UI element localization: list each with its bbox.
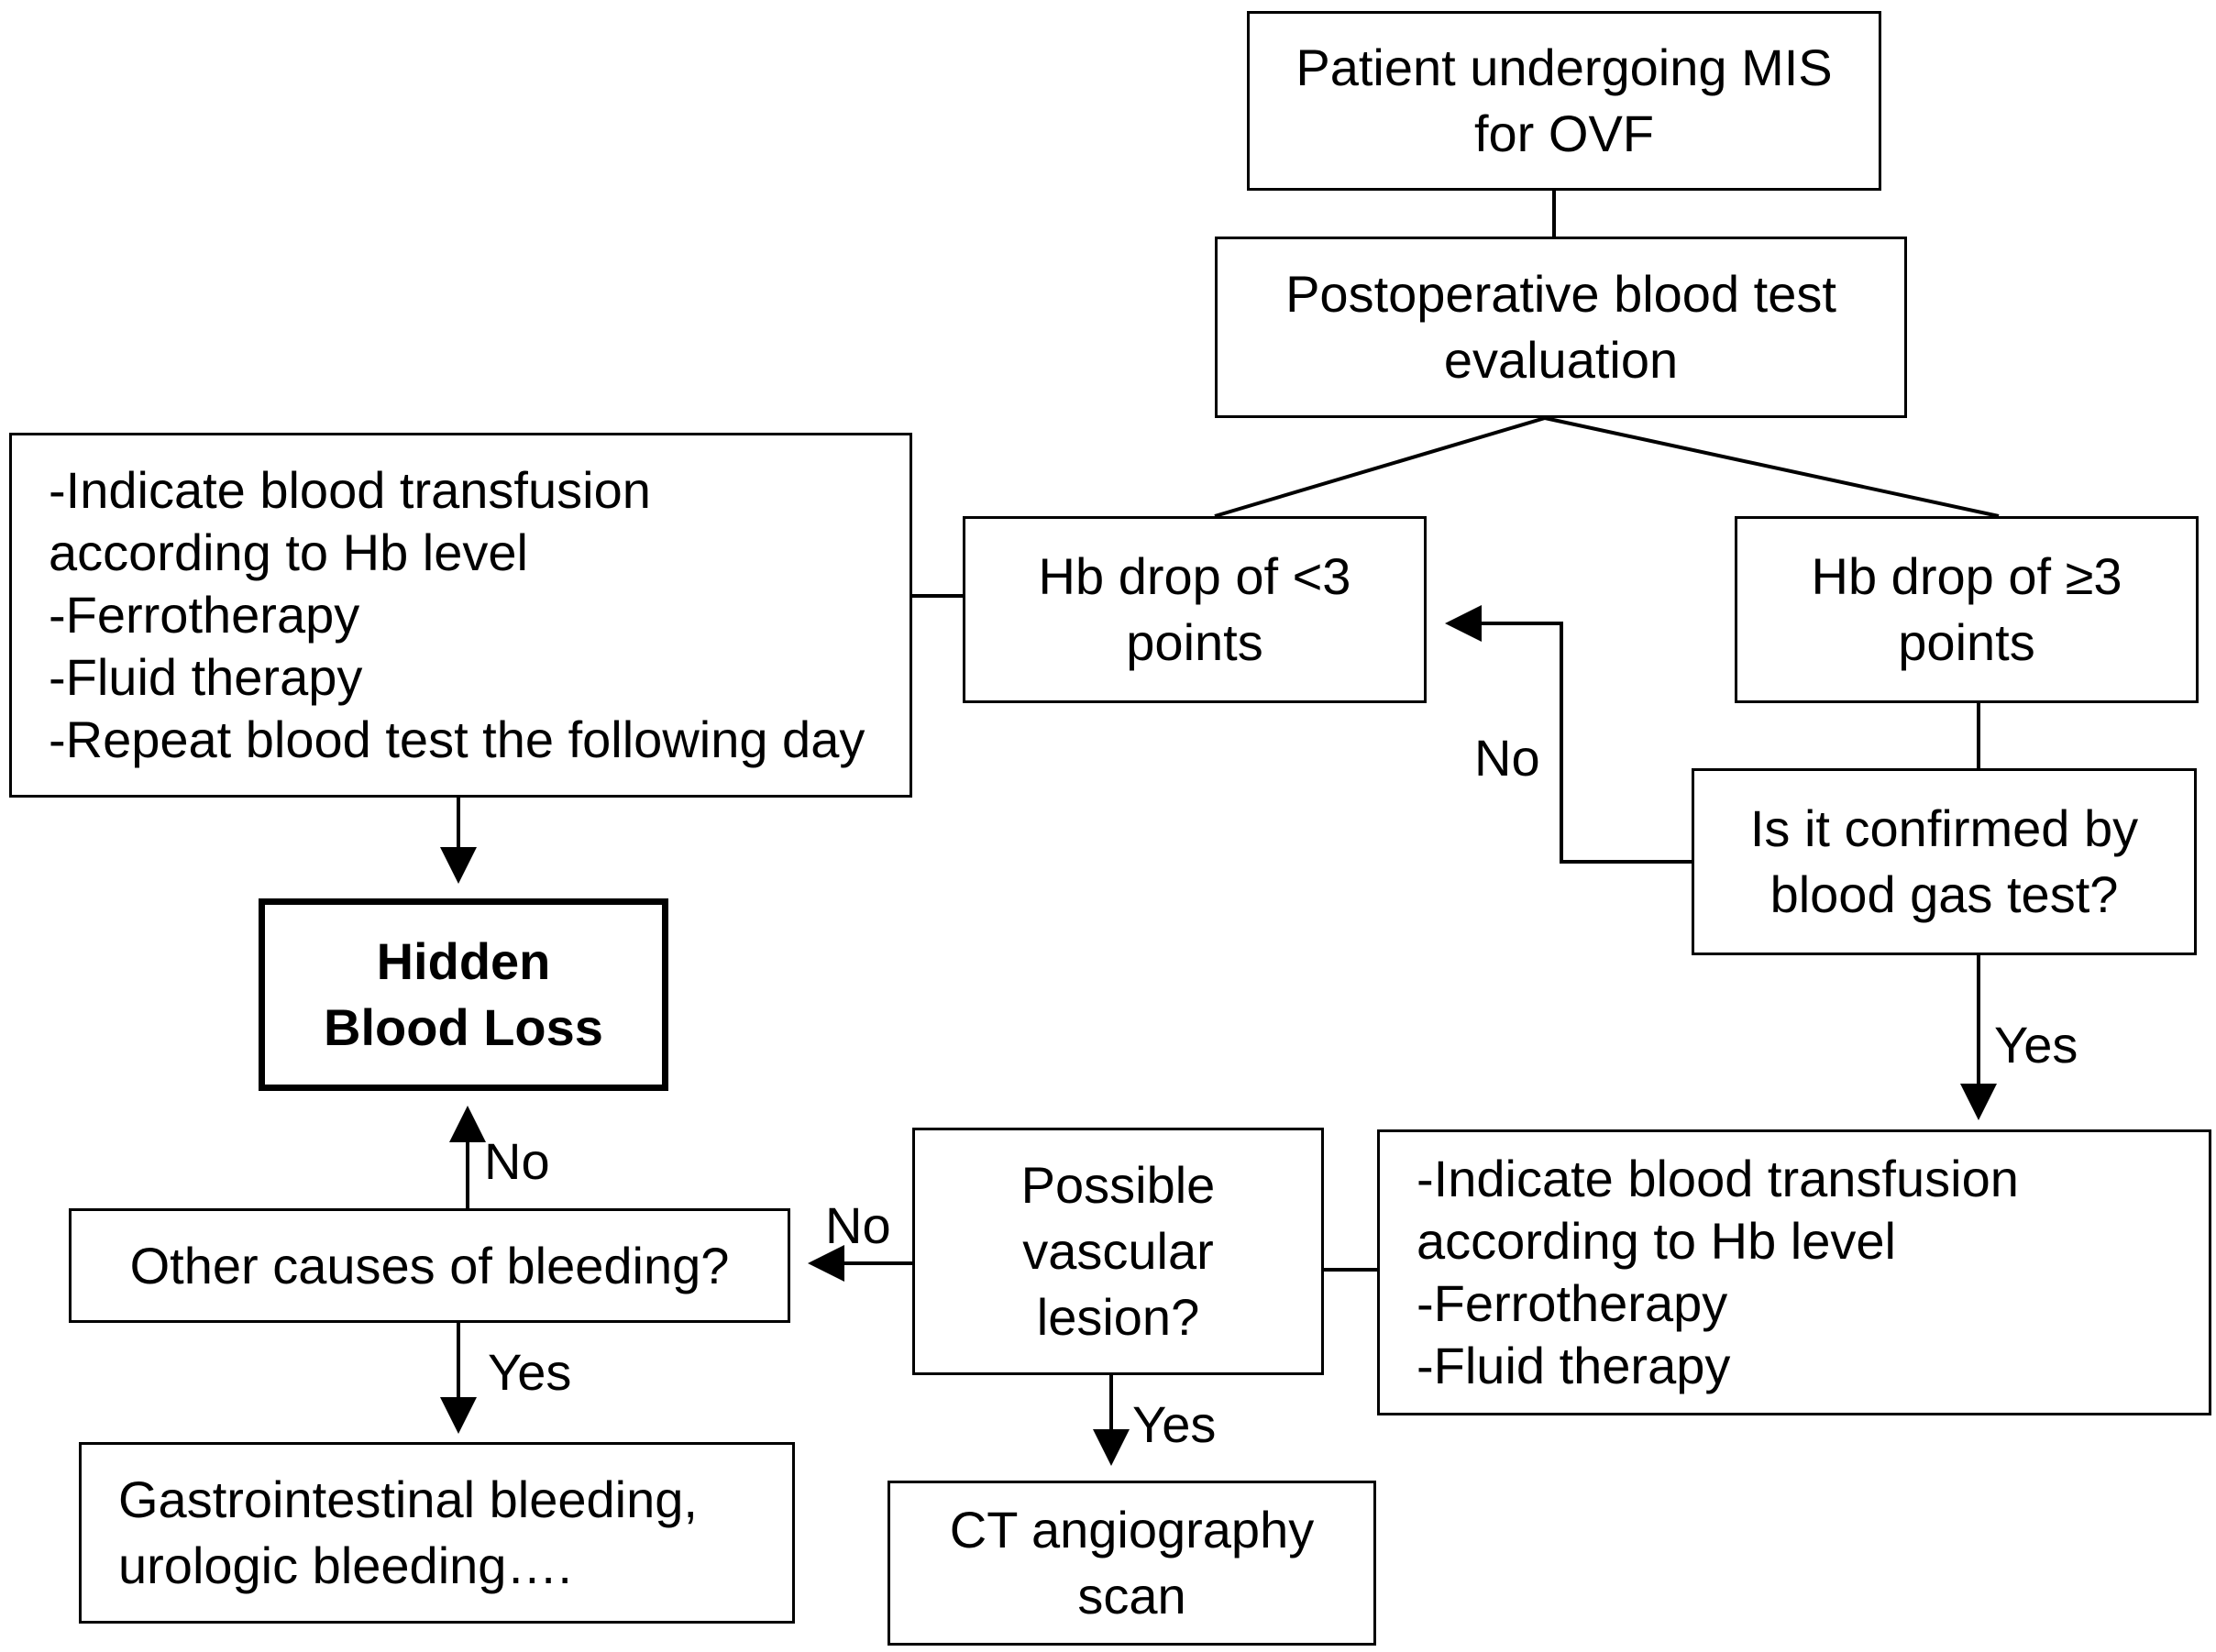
gi-bleeding-box: Gastrointestinal bleeding,urologic bleed… xyxy=(79,1442,795,1624)
other-causes-box: Other causes of bleeding? xyxy=(69,1208,790,1323)
gi-bleeding-text: Gastrointestinal bleeding,urologic bleed… xyxy=(118,1470,698,1594)
gas-no-label: No xyxy=(1474,729,1540,787)
gas-yes-label: Yes xyxy=(1994,1016,2078,1074)
edge-eval-drop-low xyxy=(1214,416,1546,518)
edge-eval-drop-high xyxy=(1544,416,2000,518)
other-causes-text: Other causes of bleeding? xyxy=(129,1236,730,1294)
vascular-yes-label: Yes xyxy=(1132,1395,1217,1453)
edge-gas-no xyxy=(1445,605,1692,864)
other-no-label: No xyxy=(484,1132,550,1190)
other-yes-label: Yes xyxy=(488,1343,572,1401)
vascular-no-label: No xyxy=(825,1196,891,1254)
